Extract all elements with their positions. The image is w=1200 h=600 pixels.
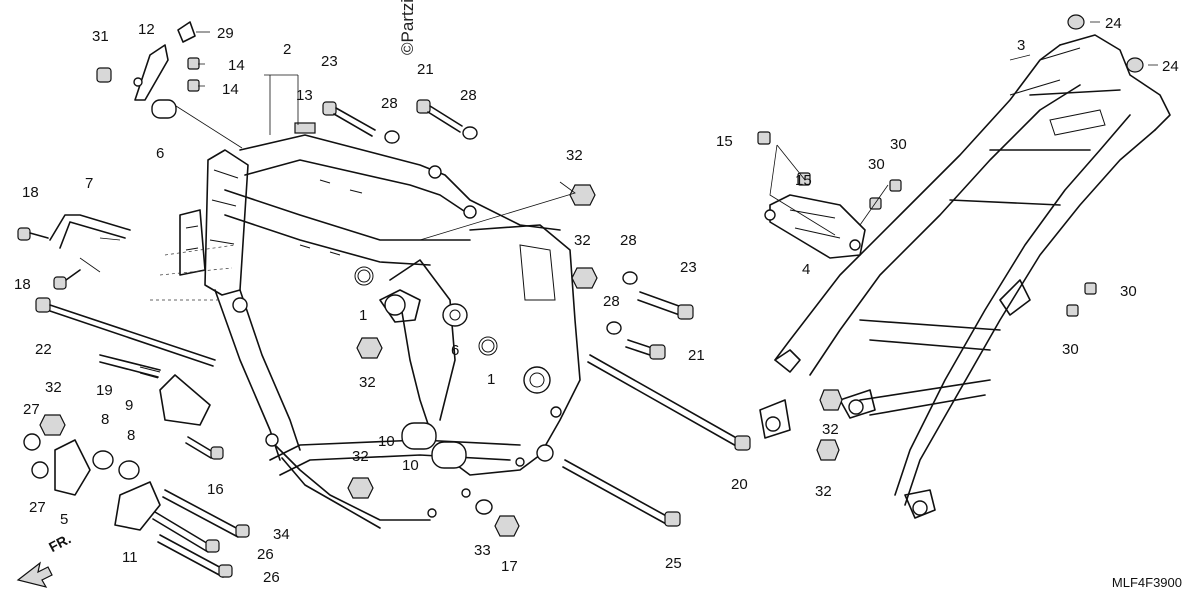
callout-19: 19 [96,382,113,399]
callout-4: 4 [802,261,811,278]
callout-8: 8 [127,427,136,444]
callout-3: 3 [1017,37,1026,54]
callout-25: 25 [665,555,682,572]
callout-17: 17 [501,558,518,575]
callout-13: 13 [296,87,313,104]
callout-30: 30 [868,156,885,173]
callout-33: 33 [474,542,491,559]
callout-28: 28 [620,232,637,249]
callout-26: 26 [263,569,280,586]
callout-2: 2 [283,41,292,58]
diagram-code: MLF4F3900 [1111,575,1182,590]
callout-10: 10 [378,433,395,450]
callout-31: 31 [92,28,109,45]
callout-12: 12 [138,21,155,38]
callout-30: 30 [1062,341,1079,358]
callout-24: 24 [1105,15,1122,32]
callout-18: 18 [14,276,31,293]
callout-18: 18 [22,184,39,201]
callout-23: 23 [680,259,697,276]
callout-6: 6 [156,145,165,162]
callout-21: 21 [417,61,434,78]
rear-subframe [759,34,1171,519]
callout-28: 28 [460,87,477,104]
callout-32: 32 [566,147,583,164]
callout-15: 15 [795,172,812,189]
callout-15: 15 [716,133,733,150]
watermark: ©Partzilla [398,0,417,55]
callout-28: 28 [381,95,398,112]
callout-29: 29 [217,25,234,42]
callout-32: 32 [815,483,832,500]
callout-11: 11 [122,549,138,566]
callout-6: 6 [451,342,460,359]
callout-27: 27 [29,499,46,516]
callout-14: 14 [228,57,245,74]
callout-34: 34 [273,526,290,543]
callout-7: 7 [85,175,94,192]
long-bolts [35,99,751,578]
callout-16: 16 [207,481,224,498]
callout-32: 32 [45,379,62,396]
callout-32: 32 [352,448,369,465]
callout-22: 22 [35,341,52,358]
callout-9: 9 [125,397,134,414]
callout-14: 14 [222,81,239,98]
callout-27: 27 [23,401,40,418]
callout-1: 1 [359,307,368,324]
callout-10: 10 [402,457,419,474]
callout-28: 28 [603,293,620,310]
callout-8: 8 [101,411,110,428]
callout-24: 24 [1162,58,1179,75]
callout-5: 5 [60,511,69,528]
callout-26: 26 [257,546,274,563]
small-parts [16,14,1144,588]
callout-32: 32 [359,374,376,391]
callout-32: 32 [822,421,839,438]
callout-20: 20 [731,476,748,493]
seat-bracket [764,194,866,259]
callout-21: 21 [688,347,705,364]
leader-lines [79,21,1158,273]
callout-1: 1 [487,371,496,388]
callout-30: 30 [890,136,907,153]
main-frame [150,134,581,529]
callout-23: 23 [321,53,338,70]
callout-30: 30 [1120,283,1137,300]
callout-32: 32 [574,232,591,249]
